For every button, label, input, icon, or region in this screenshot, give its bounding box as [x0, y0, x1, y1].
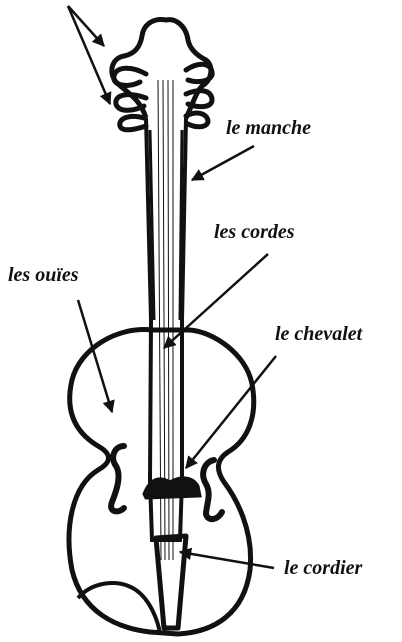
arrow-cordier	[180, 552, 274, 568]
fingerboard-shading	[150, 130, 182, 320]
label-ouies: les ouïes	[8, 265, 79, 285]
label-manche: le manche	[226, 118, 311, 138]
f-hole-left	[111, 446, 124, 511]
violin-bridge	[144, 478, 200, 498]
label-cordier: le cordier	[284, 558, 362, 578]
arrow-manche	[192, 146, 254, 180]
arrow-scroll-bottom	[68, 6, 110, 104]
label-chevalet: le chevalet	[275, 324, 362, 344]
label-cordes: les cordes	[214, 222, 295, 242]
arrow-scroll-top	[68, 6, 104, 46]
